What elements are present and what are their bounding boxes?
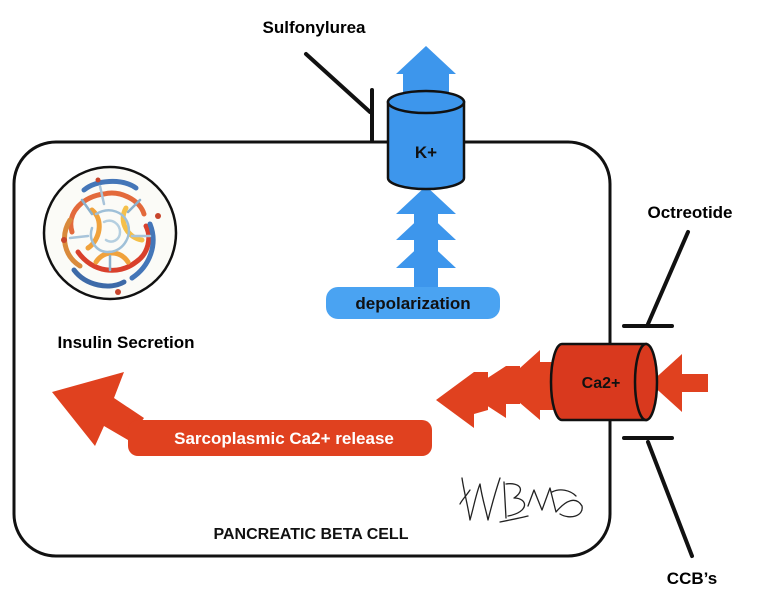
sulfonylurea-label: Sulfonylurea	[263, 18, 367, 37]
octreotide-label: Octreotide	[647, 203, 732, 222]
cell-label: PANCREATIC BETA CELL	[214, 526, 409, 543]
ccb-inhibitor	[622, 436, 694, 558]
sarcoplasmic-release-label: Sarcoplasmic Ca2+ release	[174, 429, 394, 448]
handwritten-signature	[459, 477, 583, 523]
potassium-channel-icon	[386, 89, 466, 191]
depolarization-badge	[326, 287, 500, 319]
potassium-efflux-arrow	[396, 46, 456, 98]
insulin-protein-structure-icon	[42, 165, 178, 301]
depolarization-label: depolarization	[355, 294, 470, 313]
calcium-release-arrow	[52, 372, 432, 456]
ca-channel-label: Ca2+	[582, 375, 621, 392]
sulfonylurea-inhibitor	[304, 52, 374, 142]
depolarization-arrow-stack	[396, 186, 456, 292]
ccb-label: CCB’s	[667, 569, 717, 588]
octreotide-inhibitor	[622, 230, 690, 328]
k-channel-label: K+	[415, 143, 437, 162]
calcium-entry-arrow	[650, 354, 708, 412]
calcium-channel-icon	[549, 342, 659, 422]
insulin-secretion-label: Insulin Secretion	[58, 333, 195, 352]
